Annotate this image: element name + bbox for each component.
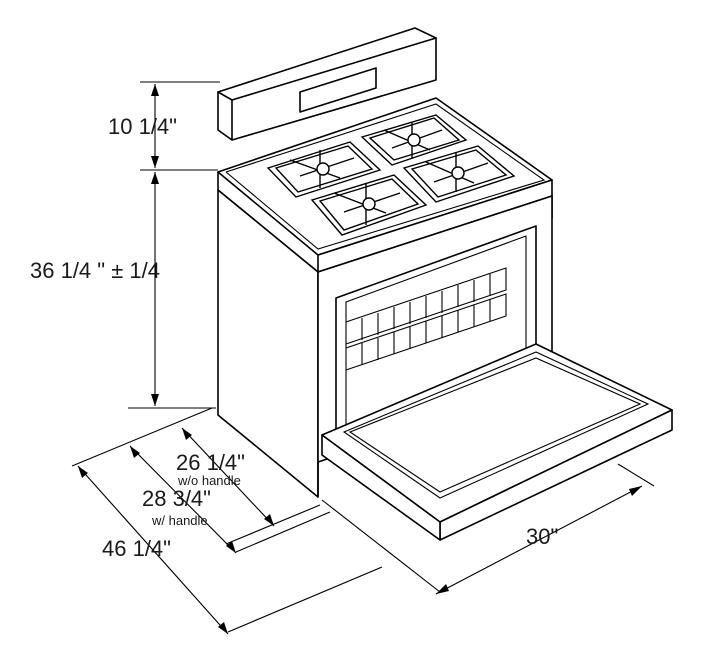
dim-backguard-height: 10 1/4" <box>108 114 177 139</box>
backguard <box>217 27 437 141</box>
oven-door-open <box>321 343 673 541</box>
grate-back-right <box>360 114 468 166</box>
dim-depth-without-handle: 26 1/4" <box>176 450 245 475</box>
dim-depth-without-handle-note: w/o handle <box>177 473 241 488</box>
grate-front-right <box>402 145 516 203</box>
dimension-lines <box>71 81 655 635</box>
grate-front-left <box>310 174 428 236</box>
dim-depth-door-open: 46 1/4" <box>102 536 171 561</box>
burner-grates <box>266 114 516 236</box>
cooktop <box>217 97 553 273</box>
grate-back-left <box>266 141 382 198</box>
dim-cooktop-height: 36 1/4 " ± 1/4 <box>30 258 160 283</box>
clock-display <box>299 67 377 113</box>
dim-width: 30" <box>526 524 558 549</box>
dim-depth-with-handle: 28 3/4" <box>142 486 211 511</box>
oven-rack-lower <box>345 293 507 371</box>
oven-rack-upper <box>345 267 507 345</box>
dim-depth-with-handle-note: w/ handle <box>151 513 208 528</box>
